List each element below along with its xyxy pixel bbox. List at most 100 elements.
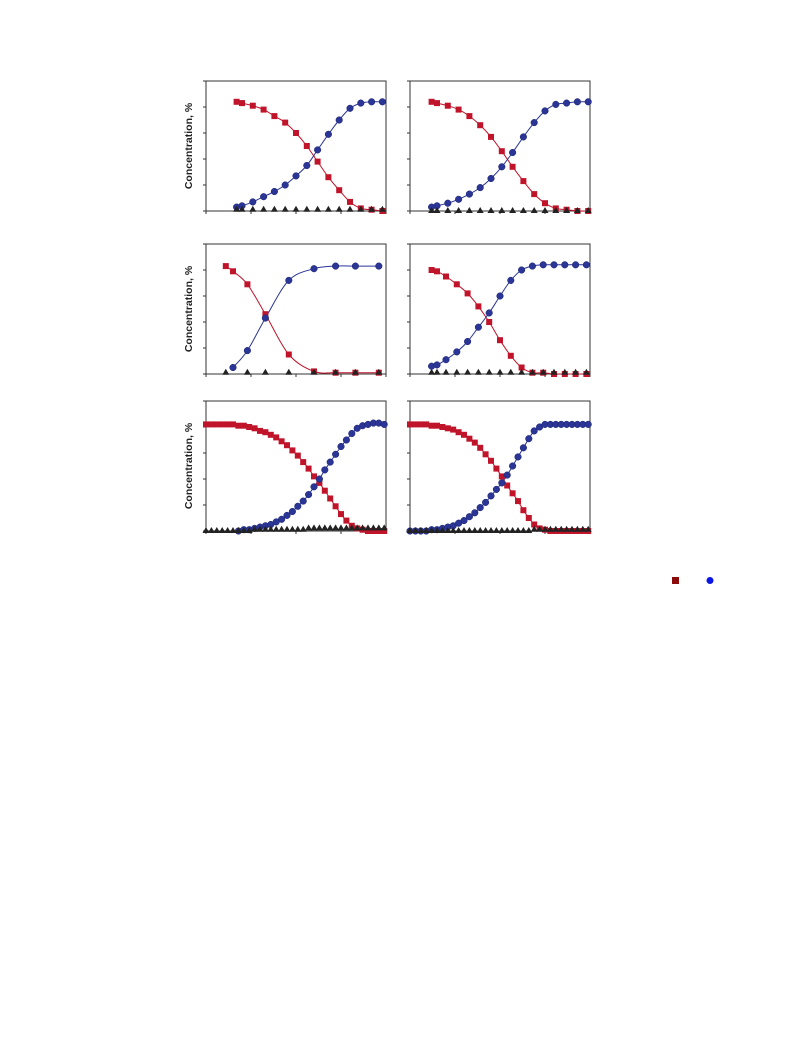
- data-point-square: [240, 422, 247, 429]
- data-point-circle: [357, 99, 365, 107]
- data-point-triangle: [492, 527, 500, 533]
- data-point-triangle: [218, 527, 226, 533]
- data-point-square: [305, 465, 312, 472]
- data-point-triangle: [380, 524, 388, 531]
- data-point-triangle: [245, 527, 253, 533]
- data-point-circle: [321, 466, 329, 474]
- data-point-triangle: [509, 207, 517, 213]
- data-point-square: [498, 148, 505, 155]
- data-point-circle: [270, 187, 278, 196]
- data-point-circle: [498, 479, 506, 487]
- data-point-circle: [324, 130, 332, 138]
- data-point-triangle: [285, 368, 293, 375]
- data-point-triangle: [530, 525, 538, 532]
- data-point-circle: [550, 261, 558, 269]
- data-point-triangle: [444, 207, 452, 213]
- data-point-triangle: [357, 205, 365, 212]
- data-point-triangle: [428, 207, 436, 213]
- data-point-triangle: [348, 524, 356, 531]
- fit-curve-square: [431, 269, 587, 375]
- data-point-circle: [464, 337, 472, 346]
- fit-curve-square: [236, 101, 383, 212]
- data-point-circle: [539, 261, 547, 269]
- data-point-square: [498, 473, 505, 480]
- data-point-circle: [465, 513, 473, 521]
- data-point-triangle: [438, 527, 446, 533]
- data-point-square: [222, 263, 229, 270]
- data-point-circle: [278, 515, 286, 523]
- data-point-triangle: [299, 525, 307, 532]
- data-point-square: [439, 424, 446, 430]
- data-point-circle: [332, 262, 340, 270]
- data-point-triangle: [561, 368, 569, 375]
- data-point-circle: [303, 161, 311, 170]
- data-point-triangle: [519, 207, 527, 213]
- data-point-square: [321, 487, 328, 494]
- data-point-circle: [563, 99, 571, 107]
- data-point-square: [203, 421, 209, 428]
- data-point-triangle: [464, 368, 472, 375]
- data-point-square: [316, 479, 323, 486]
- data-point-square: [282, 119, 289, 126]
- plot-frame: [205, 400, 387, 532]
- data-point-triangle: [442, 368, 450, 375]
- data-point-triangle: [433, 207, 441, 213]
- data-point-triangle: [292, 205, 300, 212]
- data-point-circle: [442, 356, 450, 364]
- data-point-circle: [552, 100, 560, 108]
- data-point-square: [257, 427, 263, 434]
- data-point-circle: [375, 262, 383, 270]
- data-point-square: [262, 429, 269, 436]
- data-point-triangle: [294, 525, 302, 532]
- data-point-circle: [509, 462, 517, 470]
- data-point-square: [509, 490, 516, 497]
- data-point-circle: [519, 444, 527, 452]
- data-point-circle: [292, 172, 300, 180]
- data-point-square: [303, 143, 310, 149]
- data-point-triangle: [202, 527, 210, 533]
- data-point-circle: [378, 98, 386, 106]
- fit-curve-circle: [232, 265, 379, 368]
- data-point-triangle: [207, 527, 215, 533]
- data-point-square: [471, 439, 478, 446]
- data-point-square: [531, 521, 538, 528]
- data-point-triangle: [281, 205, 289, 212]
- data-point-circle: [243, 347, 251, 355]
- data-point-square: [325, 174, 332, 181]
- data-point-square: [531, 191, 538, 198]
- data-point-square: [428, 422, 435, 429]
- data-point-triangle: [552, 525, 560, 532]
- data-point-triangle: [514, 527, 522, 533]
- data-point-square: [375, 528, 382, 534]
- data-point-triangle: [460, 527, 468, 533]
- fit-curve-circle: [431, 101, 589, 208]
- data-point-square: [482, 451, 489, 458]
- data-point-triangle: [261, 368, 269, 375]
- data-point-triangle: [525, 527, 533, 533]
- data-point-circle: [261, 314, 269, 322]
- data-point-circle: [528, 262, 536, 270]
- data-point-triangle: [482, 527, 490, 533]
- fit-curve-square: [206, 423, 385, 532]
- data-point-triangle: [498, 527, 506, 533]
- data-point-circle: [476, 184, 484, 192]
- data-point-square: [434, 100, 440, 107]
- data-point-circle: [509, 148, 517, 157]
- data-point-square: [412, 421, 419, 428]
- data-point-triangle: [498, 207, 506, 213]
- data-point-triangle: [353, 524, 361, 531]
- data-point-square: [224, 421, 231, 428]
- data-point-triangle: [428, 527, 436, 533]
- data-point-triangle: [310, 524, 318, 531]
- data-point-triangle: [465, 527, 473, 533]
- data-point-square: [239, 100, 245, 107]
- data-point-circle: [283, 511, 291, 519]
- data-point-square: [273, 434, 280, 441]
- data-point-circle: [285, 276, 293, 284]
- data-point-triangle: [251, 525, 259, 532]
- data-point-circle: [485, 309, 493, 317]
- data-point-triangle: [310, 368, 318, 375]
- data-point-circle: [444, 199, 452, 207]
- data-point-square: [271, 113, 278, 120]
- data-point-circle: [487, 174, 495, 183]
